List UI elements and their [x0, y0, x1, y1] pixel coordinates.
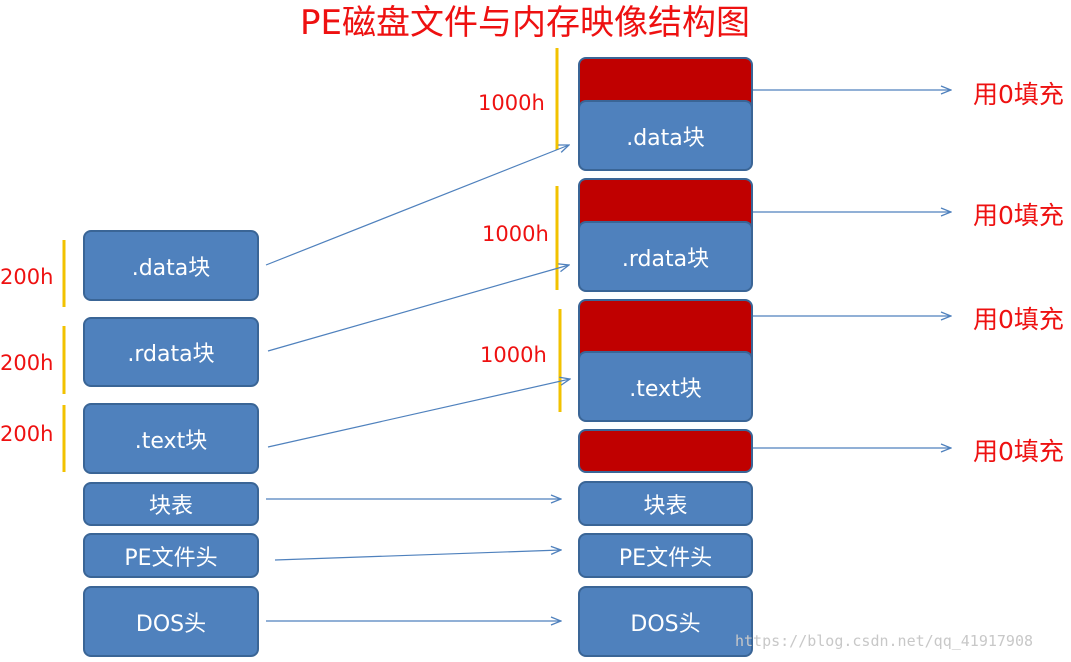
file-size-label: 200h [0, 422, 54, 446]
file-section-table: 块表 [83, 482, 259, 526]
mapping-arrow [267, 379, 570, 448]
memory-size-label: 1000h [480, 343, 547, 367]
memory-section-table: 块表 [578, 481, 753, 526]
mapping-arrow [274, 550, 561, 561]
zero-fill-label: 用0填充 [973, 305, 1064, 334]
mapping-arrow [267, 265, 569, 352]
mapping-arrow [265, 145, 569, 266]
memory-rdata-block: .rdata块 [578, 221, 753, 292]
zero-fill-label: 用0填充 [973, 437, 1064, 466]
memory-size-label: 1000h [478, 91, 545, 115]
file-text-block: .text块 [83, 403, 259, 474]
file-data-block: .data块 [83, 230, 259, 301]
memory-padding-region [578, 429, 753, 473]
memory-data-block: .data块 [578, 100, 753, 171]
zero-fill-label: 用0填充 [973, 80, 1064, 109]
memory-text-block: .text块 [578, 351, 753, 422]
file-size-label: 200h [0, 265, 54, 289]
watermark: https://blog.csdn.net/qq_41917908 [735, 632, 1034, 650]
file-dos-header: DOS头 [83, 586, 259, 657]
zero-fill-label: 用0填充 [973, 201, 1064, 230]
memory-size-label: 1000h [482, 222, 549, 246]
file-size-label: 200h [0, 351, 54, 375]
diagram-title: PE磁盘文件与内存映像结构图 [300, 3, 750, 43]
file-rdata-block: .rdata块 [83, 317, 259, 387]
memory-pe-header: PE文件头 [578, 533, 753, 578]
file-pe-header: PE文件头 [83, 533, 259, 578]
memory-dos-header: DOS头 [578, 586, 753, 657]
